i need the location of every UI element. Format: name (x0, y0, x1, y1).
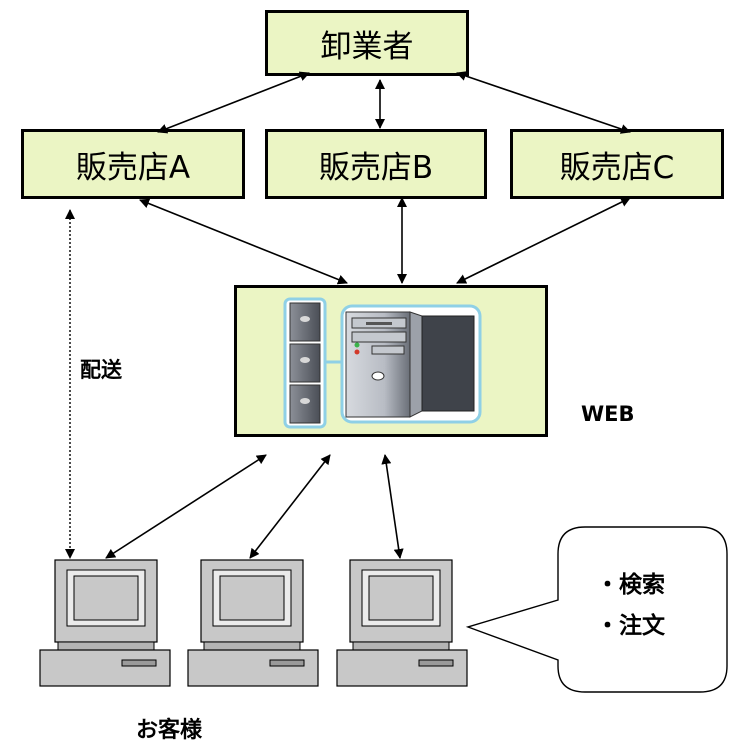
store-c-box: 販売店C (510, 129, 724, 199)
arrow-wholesaler-store-a (157, 71, 310, 134)
speech-bubble (465, 526, 728, 693)
store-a-box: 販売店A (21, 129, 245, 199)
web-label: WEB (581, 402, 635, 426)
store-c-label: 販売店C (559, 149, 675, 186)
arrow-web-client-2 (249, 454, 331, 559)
arrow-store-c-web (456, 197, 631, 284)
server-tower-icon (340, 304, 482, 424)
wholesaler-label: 卸業者 (320, 28, 414, 65)
arrow-web-client-1 (105, 454, 267, 559)
client-pc-icon (39, 559, 171, 687)
bubble-order-text: ・注文 (596, 613, 665, 639)
server-rack-icon (283, 297, 345, 429)
client-pc-icon (336, 559, 468, 687)
delivery-label: 配送 (80, 358, 122, 382)
wholesaler-box: 卸業者 (265, 10, 469, 76)
customers-label: お客様 (136, 718, 203, 743)
arrow-store-a-web (139, 198, 348, 285)
client-pc-icon (187, 559, 319, 687)
store-a-label: 販売店A (75, 149, 191, 186)
store-b-box: 販売店B (265, 129, 487, 199)
arrow-wholesaler-store-c (456, 71, 631, 134)
bubble-search-text: ・検索 (596, 572, 665, 598)
store-b-label: 販売店B (318, 149, 434, 186)
arrow-web-client-3 (381, 454, 404, 559)
